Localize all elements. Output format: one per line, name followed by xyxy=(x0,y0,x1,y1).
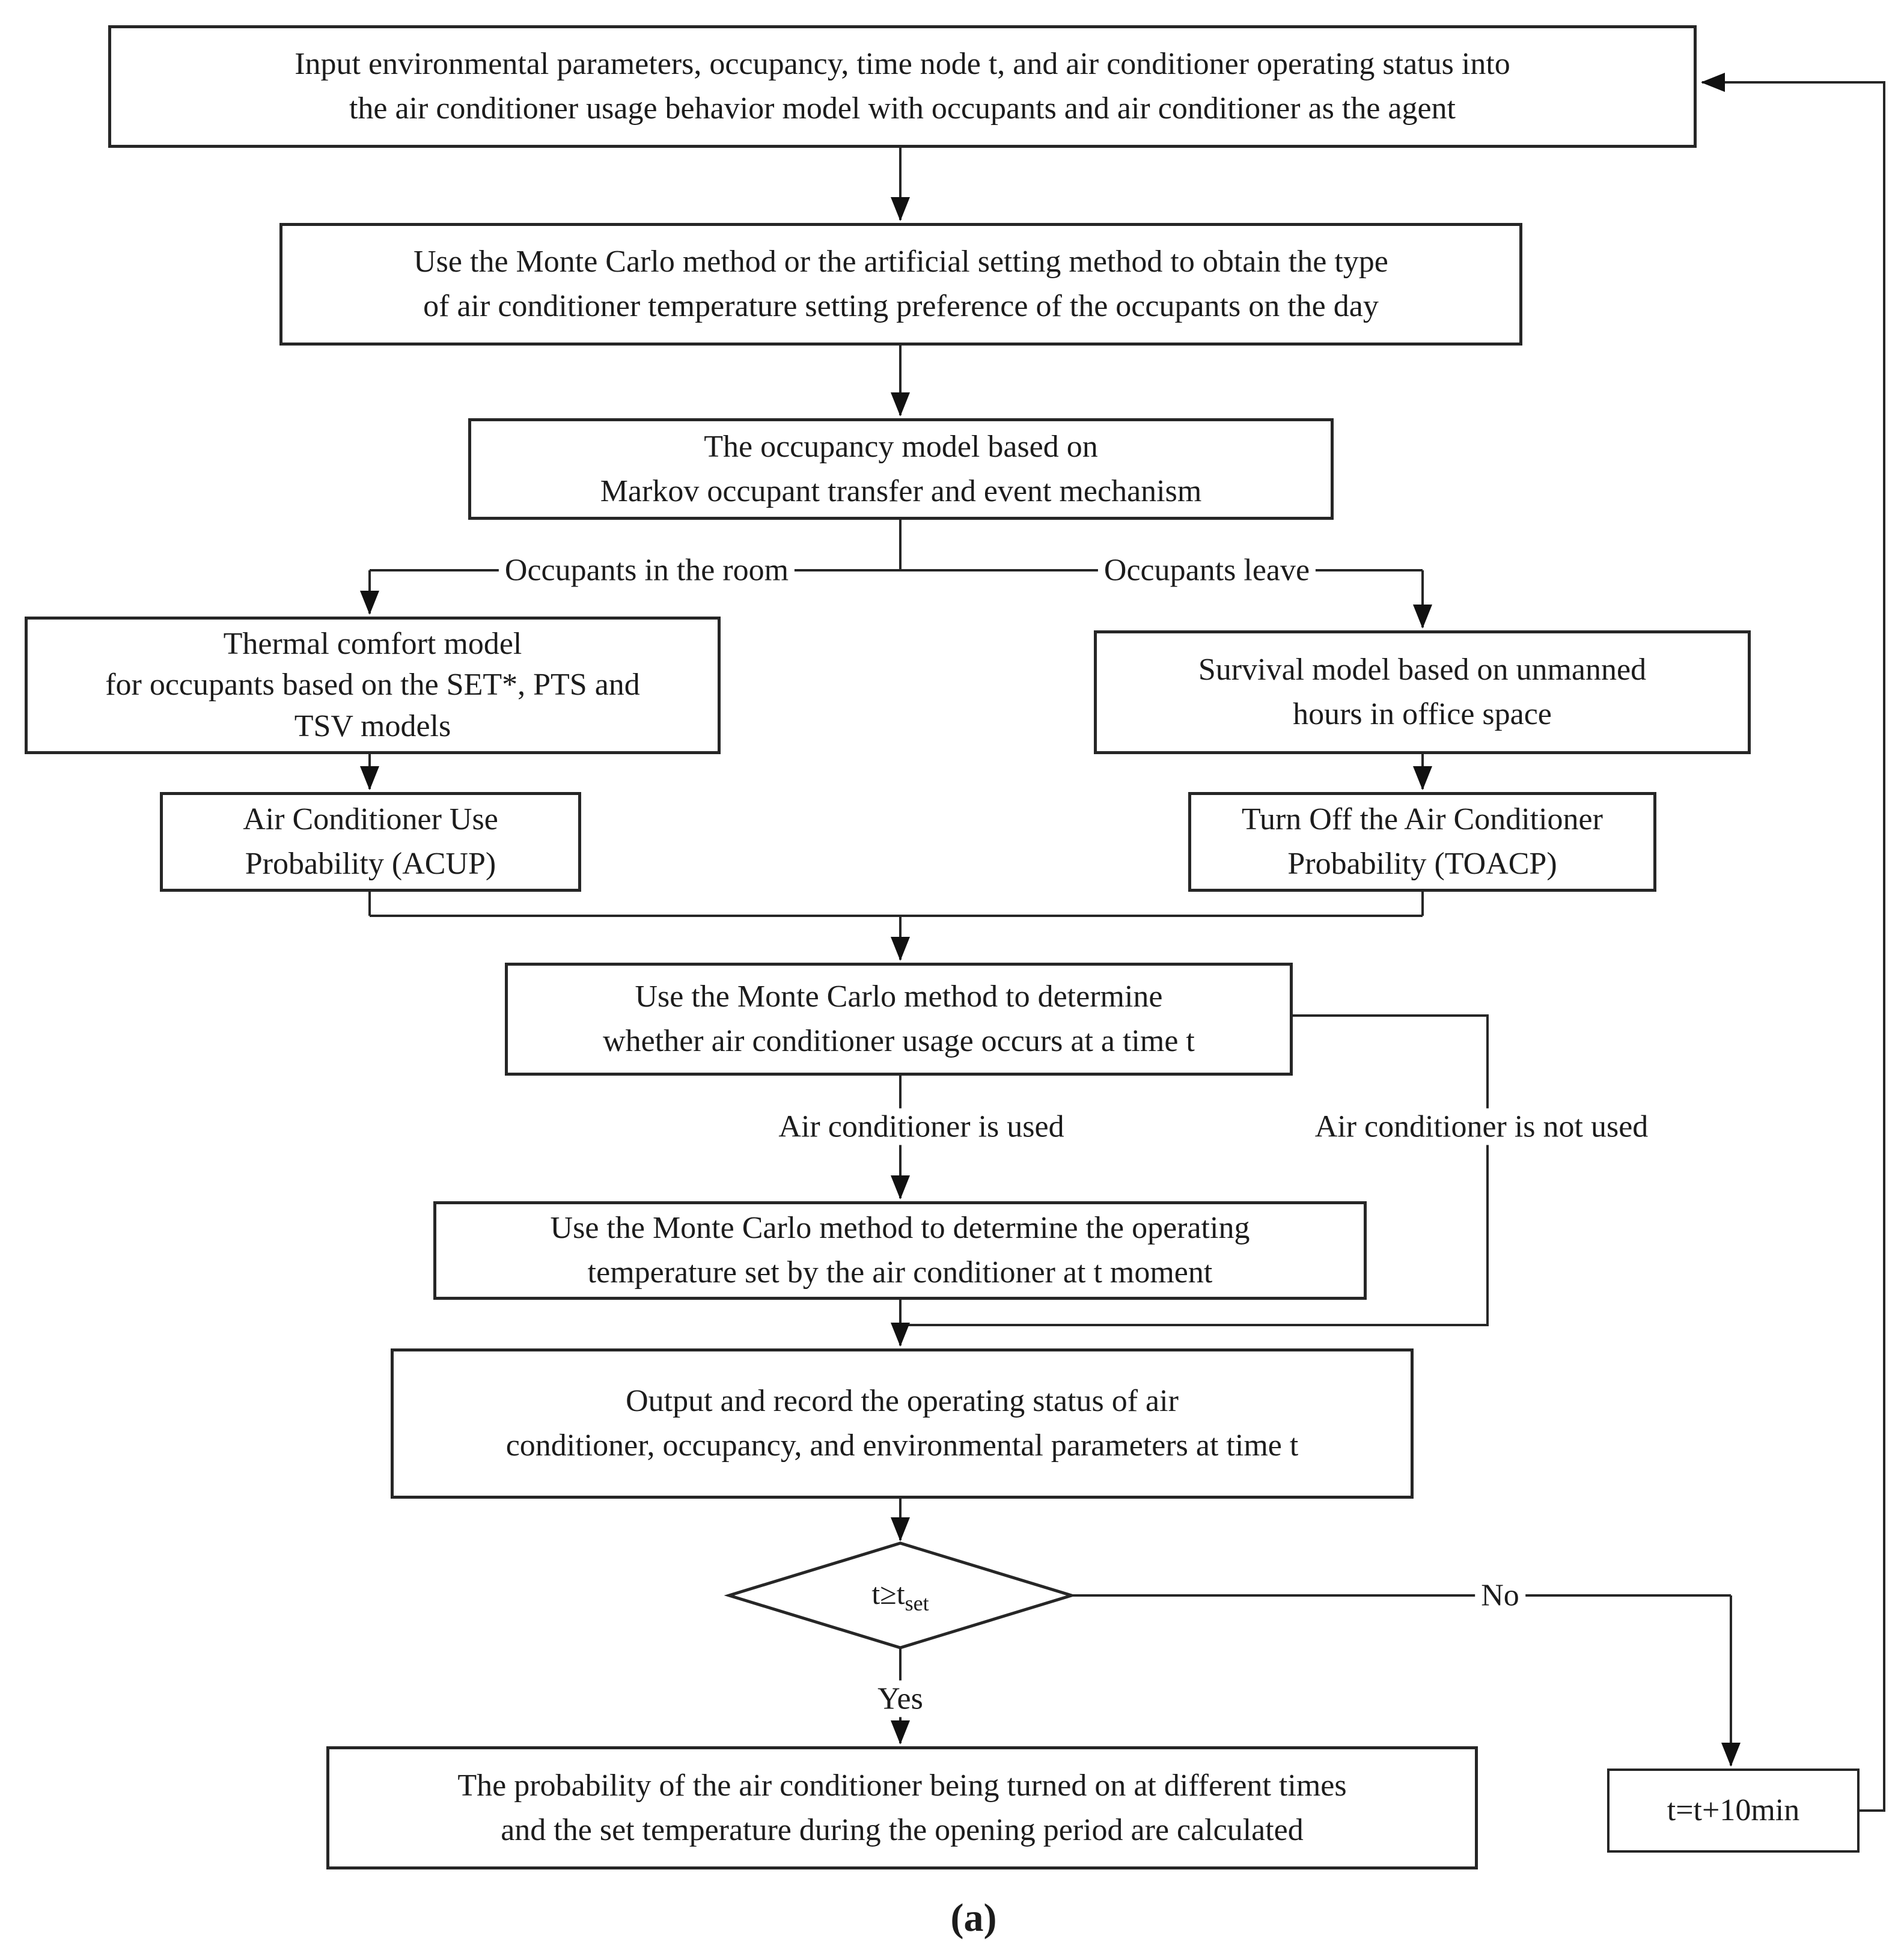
node-preference: Use the Monte Carlo method or the artifi… xyxy=(279,223,1522,346)
decision-condition-label: t≥tset xyxy=(871,1576,929,1614)
edge-label-no: No xyxy=(1475,1577,1525,1614)
edge-label-occupants-in-room: Occupants in the room xyxy=(498,552,795,589)
node-increment-time-text: t=t+10min xyxy=(1667,1793,1800,1828)
node-determine-usage-text: Use the Monte Carlo method to determine … xyxy=(603,980,1195,1058)
node-determine-temperature: Use the Monte Carlo method to determine … xyxy=(433,1201,1367,1300)
node-survival-model-text: Survival model based on unmanned hours i… xyxy=(1198,653,1647,731)
node-occupancy-model: The occupancy model based on Markov occu… xyxy=(468,418,1334,520)
node-determine-usage: Use the Monte Carlo method to determine … xyxy=(505,963,1293,1076)
edge-label-ac-not-used: Air conditioner is not used xyxy=(1308,1108,1655,1145)
node-output-record-text: Output and record the operating status o… xyxy=(505,1384,1299,1463)
decision-condition-main: t≥t xyxy=(871,1577,905,1610)
node-input-text: Input environmental parameters, occupanc… xyxy=(294,47,1510,126)
figure-caption: (a) xyxy=(950,1896,997,1940)
node-preference-text: Use the Monte Carlo method or the artifi… xyxy=(413,245,1388,323)
node-determine-temperature-text: Use the Monte Carlo method to determine … xyxy=(550,1211,1250,1290)
node-occupancy-model-text: The occupancy model based on Markov occu… xyxy=(600,429,1202,508)
node-thermal-comfort: Thermal comfort model for occupants base… xyxy=(25,617,721,754)
node-result: The probability of the air conditioner b… xyxy=(326,1746,1478,1869)
node-increment-time: t=t+10min xyxy=(1607,1769,1860,1853)
node-output-record: Output and record the operating status o… xyxy=(391,1348,1414,1499)
node-input: Input environmental parameters, occupanc… xyxy=(108,25,1697,148)
arrow-increment-feedback-to-input xyxy=(1701,73,1885,1812)
node-result-text: The probability of the air conditioner b… xyxy=(457,1768,1347,1847)
edge-label-occupants-leave: Occupants leave xyxy=(1097,552,1316,589)
connector-ac-not-used-bypass xyxy=(900,1014,1489,1326)
node-toacp: Turn Off the Air Conditioner Probability… xyxy=(1188,792,1656,892)
decision-condition-subscript: set xyxy=(905,1591,929,1615)
node-acup: Air Conditioner Use Probability (ACUP) xyxy=(160,792,581,892)
node-thermal-comfort-text: Thermal comfort model for occupants base… xyxy=(105,626,640,743)
node-toacp-text: Turn Off the Air Conditioner Probability… xyxy=(1242,802,1603,881)
node-survival-model: Survival model based on unmanned hours i… xyxy=(1094,630,1751,754)
connector-probability-merge xyxy=(368,892,1424,917)
node-acup-text: Air Conditioner Use Probability (ACUP) xyxy=(243,802,498,881)
edge-label-ac-used: Air conditioner is used xyxy=(772,1108,1070,1145)
edge-label-yes: Yes xyxy=(871,1680,929,1717)
